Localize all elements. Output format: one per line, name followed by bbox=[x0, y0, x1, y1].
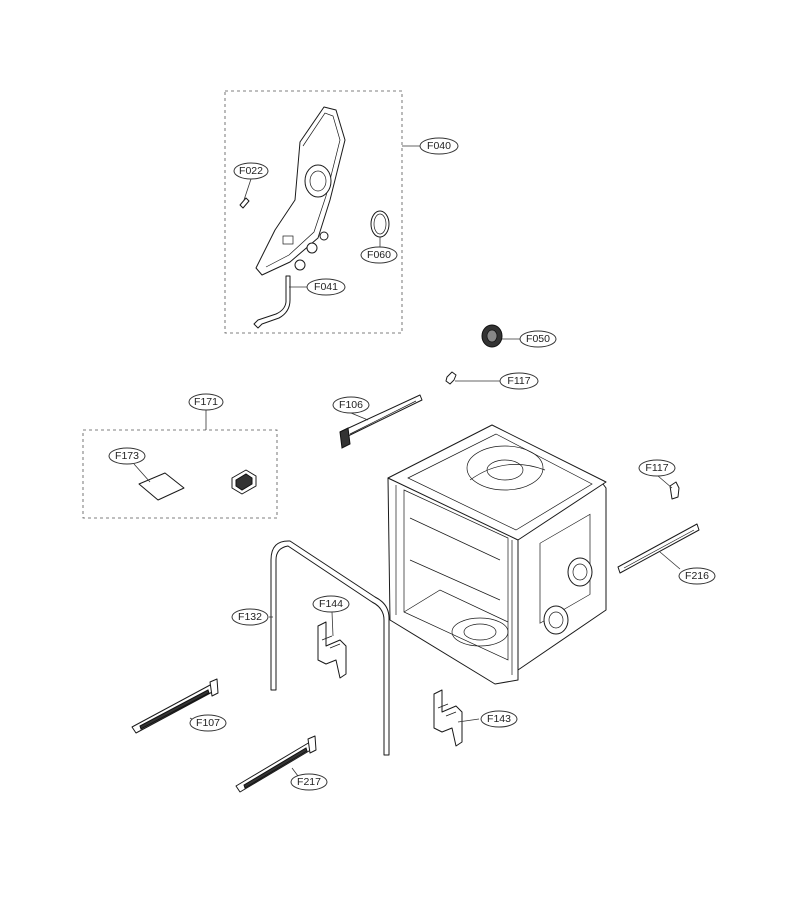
clip-part bbox=[239, 197, 250, 209]
callout-f060-text: F060 bbox=[367, 249, 391, 261]
callout-f173: F173 bbox=[108, 447, 146, 465]
cap-part bbox=[481, 324, 503, 348]
callout-f216-text: F216 bbox=[685, 570, 709, 582]
callout-f050-text: F050 bbox=[526, 333, 550, 345]
callout-f144: F144 bbox=[312, 595, 350, 613]
rail-f217-part bbox=[235, 735, 317, 793]
callout-f106: F106 bbox=[332, 396, 370, 414]
sump-cover-part bbox=[255, 106, 346, 276]
leader-f217 bbox=[291, 767, 299, 777]
callout-f050: F050 bbox=[519, 330, 557, 348]
callout-f022: F022 bbox=[233, 162, 269, 180]
callout-f132-text: F132 bbox=[238, 611, 262, 623]
callout-f217-text: F217 bbox=[297, 776, 321, 788]
clip-right-part bbox=[669, 481, 680, 500]
callout-f040: F040 bbox=[419, 137, 459, 155]
callout-f060: F060 bbox=[360, 246, 398, 264]
leader-f143 bbox=[457, 718, 480, 723]
f173-sheet-part bbox=[138, 472, 185, 501]
rail-f107-part bbox=[131, 678, 219, 734]
leader-f144 bbox=[331, 611, 334, 637]
leader-f022 bbox=[243, 178, 252, 201]
rail-f106-part bbox=[339, 394, 423, 449]
clip-top-part bbox=[445, 371, 457, 385]
callout-f041: F041 bbox=[306, 278, 346, 296]
leader-f173 bbox=[133, 463, 151, 483]
callout-f107-text: F107 bbox=[196, 717, 220, 729]
hinge-f144-part bbox=[317, 621, 347, 679]
callout-f143: F143 bbox=[480, 710, 518, 728]
callout-f216: F216 bbox=[678, 567, 716, 585]
callout-f117-right-text: F117 bbox=[645, 462, 668, 474]
sump-hose-part bbox=[253, 275, 291, 329]
callout-f143-text: F143 bbox=[487, 713, 511, 725]
sump-group-box bbox=[224, 90, 403, 334]
callout-f173-text: F173 bbox=[115, 450, 139, 462]
callout-f040-text: F040 bbox=[427, 140, 451, 152]
callout-f107: F107 bbox=[189, 714, 227, 732]
callout-f117-top: F117 bbox=[499, 372, 539, 390]
callout-f171: F171 bbox=[188, 393, 224, 411]
callout-f041-text: F041 bbox=[314, 281, 338, 293]
leader-f216 bbox=[659, 551, 681, 570]
callout-f171-text: F171 bbox=[194, 396, 218, 408]
callout-f022-text: F022 bbox=[239, 165, 263, 177]
callout-f217: F217 bbox=[290, 773, 328, 791]
leader-f106 bbox=[350, 412, 369, 421]
kit-bracket-part bbox=[231, 469, 257, 495]
callout-f117-right: F117 bbox=[638, 459, 676, 477]
leader-f117-right bbox=[657, 475, 673, 489]
hinge-f143-part bbox=[433, 689, 463, 747]
tub-part bbox=[387, 424, 607, 685]
callout-f144-text: F144 bbox=[319, 598, 343, 610]
callout-f117-top-text: F117 bbox=[507, 375, 530, 387]
callout-f132: F132 bbox=[231, 608, 269, 626]
rail-f216-part bbox=[617, 523, 700, 574]
door-gasket-part bbox=[270, 540, 390, 756]
accessory-kit-box bbox=[82, 429, 278, 519]
callout-f106-text: F106 bbox=[339, 399, 363, 411]
